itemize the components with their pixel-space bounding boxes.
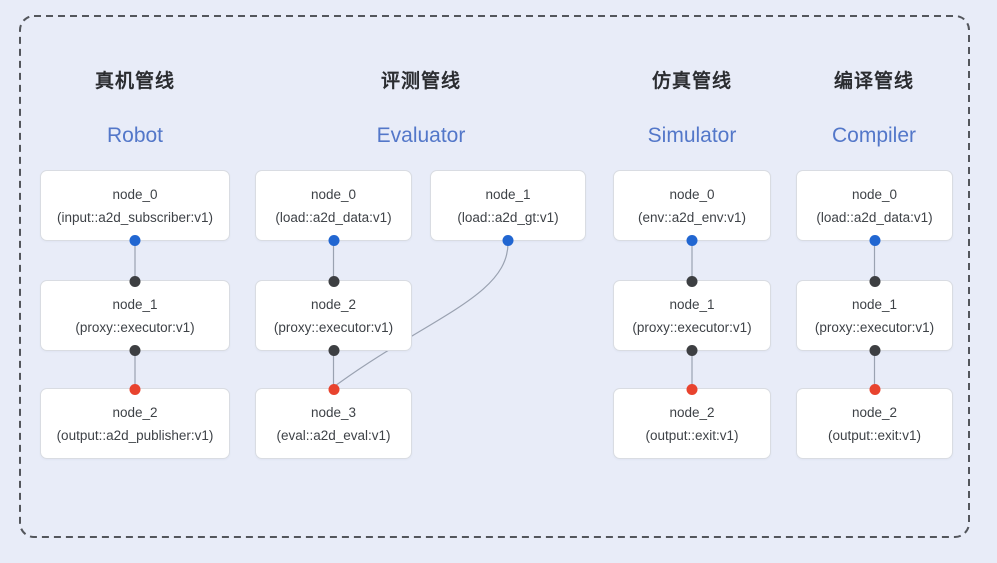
node-title: node_2 xyxy=(112,404,158,420)
node-type: (proxy::executor:v1) xyxy=(273,319,394,335)
node-title: node_2 xyxy=(851,404,898,420)
simulator-title-en: Simulator xyxy=(647,124,737,147)
source-port-dot xyxy=(502,234,514,246)
robot-node-0-card: node_0 (input::a2d_subscriber:v1) xyxy=(40,170,230,246)
node-type: (output::exit:v1) xyxy=(645,427,739,443)
output-port-dot xyxy=(328,344,339,356)
sink-port-dot xyxy=(869,383,880,395)
node-type: (proxy::executor:v1) xyxy=(814,319,935,335)
dashed-frame xyxy=(19,15,970,538)
node-type: (output::exit:v1) xyxy=(827,427,922,443)
node-type: (load::a2d_gt:v1) xyxy=(457,209,559,225)
compiler-node-1-card: node_1 (proxy::executor:v1) xyxy=(796,275,953,356)
node-type: (load::a2d_data:v1) xyxy=(816,209,933,225)
node-type: (proxy::executor:v1) xyxy=(632,319,752,335)
simulator-node-1-card: node_1 (proxy::executor:v1) xyxy=(613,275,771,356)
node-title: node_1 xyxy=(485,186,531,202)
source-port-dot xyxy=(129,234,141,246)
node-title: node_0 xyxy=(112,186,158,202)
node-type: (output::a2d_publisher:v1) xyxy=(56,427,214,443)
node-title: node_0 xyxy=(669,186,715,202)
input-port-dot xyxy=(328,275,339,287)
evaluator-title-cn: 评测管线 xyxy=(380,71,462,92)
input-port-dot xyxy=(869,275,880,287)
node-title: node_2 xyxy=(310,296,357,312)
sink-port-dot xyxy=(129,383,141,395)
input-port-dot xyxy=(129,275,141,287)
simulator-node-0-card: node_0 (env::a2d_env:v1) xyxy=(613,170,771,246)
node-title: node_1 xyxy=(669,296,715,312)
node-title: node_3 xyxy=(310,404,357,420)
source-port-dot xyxy=(869,234,880,246)
robot-node-2-card: node_2 (output::a2d_publisher:v1) xyxy=(40,383,230,459)
compiler-title-cn: 编译管线 xyxy=(833,71,915,92)
node-type: (load::a2d_data:v1) xyxy=(275,209,392,225)
source-port-dot xyxy=(328,234,339,246)
edge-eval-n1-n3-curve xyxy=(334,242,509,387)
robot-title-en: Robot xyxy=(106,124,164,147)
compiler-title-en: Compiler xyxy=(831,124,917,147)
simulator-node-2-card: node_2 (output::exit:v1) xyxy=(613,383,771,459)
node-title: node_1 xyxy=(112,296,158,312)
output-port-dot xyxy=(129,344,141,356)
robot-node-1-card: node_1 (proxy::executor:v1) xyxy=(40,275,230,356)
evaluator-title-en: Evaluator xyxy=(376,124,466,147)
node-title: node_0 xyxy=(310,186,357,202)
sink-port-dot xyxy=(686,383,698,395)
node-type: (eval::a2d_eval:v1) xyxy=(276,427,391,443)
source-port-dot xyxy=(686,234,698,246)
node-title: node_1 xyxy=(851,296,898,312)
output-port-dot xyxy=(869,344,880,356)
input-port-dot xyxy=(686,275,698,287)
node-type: (input::a2d_subscriber:v1) xyxy=(56,209,214,225)
compiler-node-0-card: node_0 (load::a2d_data:v1) xyxy=(796,170,953,246)
sink-port-dot xyxy=(328,383,339,395)
evaluator-node-0-card: node_0 (load::a2d_data:v1) xyxy=(255,170,412,246)
node-title: node_2 xyxy=(669,404,715,420)
compiler-node-2-card: node_2 (output::exit:v1) xyxy=(796,383,953,459)
evaluator-node-1-card: node_1 (load::a2d_gt:v1) xyxy=(430,170,586,246)
evaluator-node-2-card: node_2 (proxy::executor:v1) xyxy=(255,275,412,356)
node-type: (proxy::executor:v1) xyxy=(75,319,195,335)
node-title: node_0 xyxy=(851,186,898,202)
simulator-title-cn: 仿真管线 xyxy=(651,71,733,92)
output-port-dot xyxy=(686,344,698,356)
node-type: (env::a2d_env:v1) xyxy=(637,209,747,225)
robot-title-cn: 真机管线 xyxy=(94,71,176,92)
evaluator-node-3-card: node_3 (eval::a2d_eval:v1) xyxy=(255,383,412,459)
